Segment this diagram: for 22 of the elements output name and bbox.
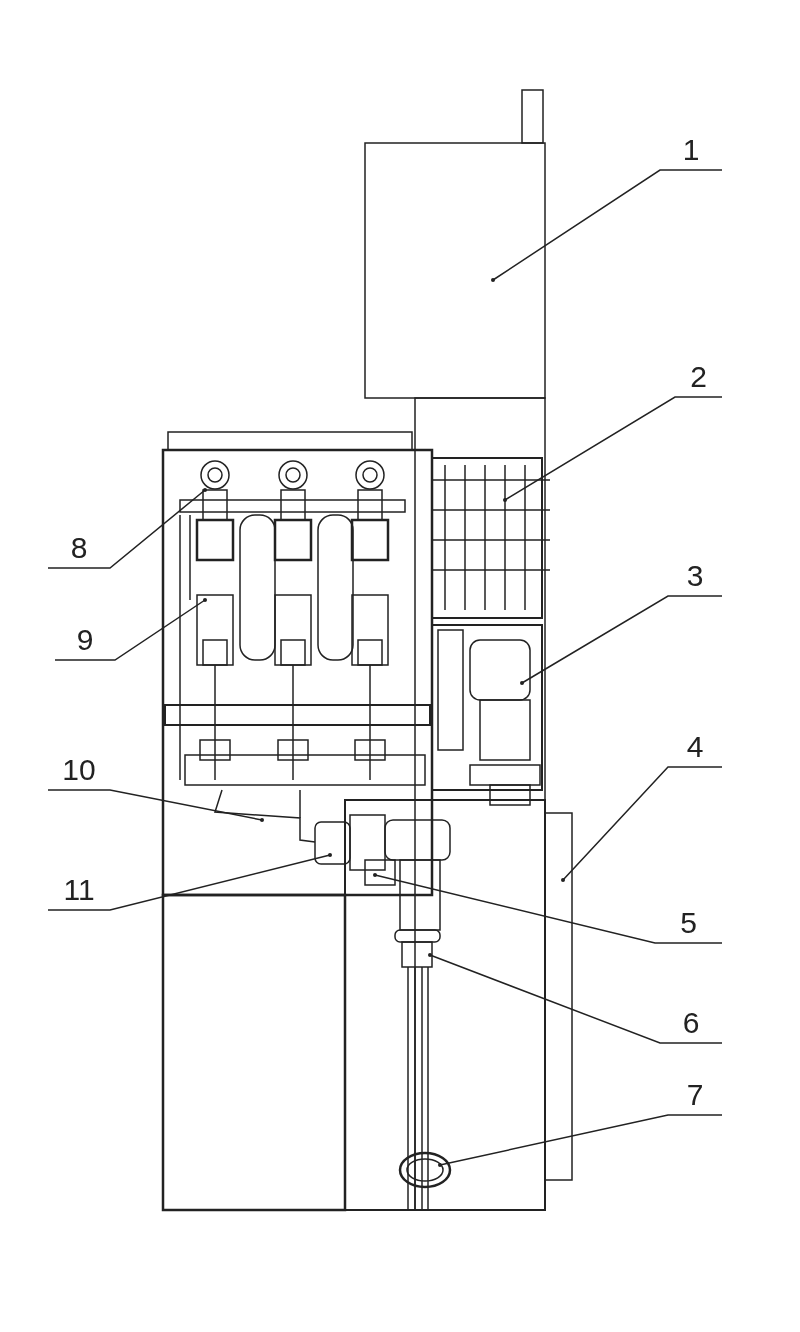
callout-number: 10 bbox=[62, 754, 96, 788]
leader-line bbox=[47, 488, 207, 569]
leader-line bbox=[503, 396, 723, 502]
leader-line bbox=[428, 953, 723, 1044]
callout-number: 3 bbox=[686, 560, 704, 594]
leader-line bbox=[438, 1114, 723, 1167]
callout-number: 2 bbox=[690, 361, 707, 395]
leader-line bbox=[520, 595, 723, 685]
leader-line bbox=[561, 766, 723, 882]
leader-line bbox=[54, 598, 207, 661]
leader-line bbox=[373, 873, 723, 944]
callout-number: 8 bbox=[70, 532, 88, 566]
callout-number: 7 bbox=[686, 1079, 704, 1113]
leader-line bbox=[47, 789, 264, 822]
leader-line bbox=[47, 853, 332, 911]
callout-number: 1 bbox=[682, 134, 700, 168]
callout-number: 4 bbox=[686, 731, 704, 765]
callout-number: 5 bbox=[680, 907, 697, 941]
callout-number: 11 bbox=[63, 874, 95, 908]
callout-number: 6 bbox=[682, 1007, 700, 1041]
callout-number: 9 bbox=[76, 624, 94, 658]
leader-line bbox=[491, 169, 723, 282]
